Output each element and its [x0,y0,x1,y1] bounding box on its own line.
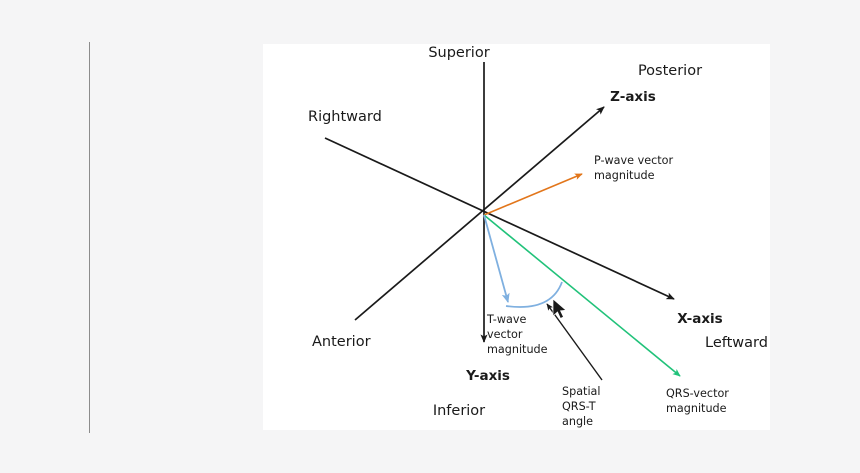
label-z-axis: Z-axis [610,89,656,105]
label-qrs-vector: QRS-vector magnitude [666,387,732,415]
label-spatial-qrst-angle-line1: Spatial [562,385,601,398]
label-rightward: Rightward [308,109,382,125]
label-p-wave-vector: P-wave vector magnitude [594,154,677,182]
label-superior: Superior [428,45,489,61]
label-anterior: Anterior [312,334,371,350]
left-vertical-divider [89,42,90,433]
label-leftward: Leftward [705,335,768,351]
label-qrs-vector-line1: QRS-vector [666,387,729,400]
label-p-wave-vector-line1: P-wave vector [594,154,673,167]
label-spatial-qrst-angle-line2: QRS-T [562,400,596,413]
label-inferior: Inferior [433,403,485,419]
label-qrs-vector-line2: magnitude [666,402,727,415]
p-wave-vector-arrow [483,173,583,216]
anterior-posterior-axis-line [354,106,605,321]
t-wave-vector-arrow [483,214,510,303]
mouse-cursor-icon [552,298,567,319]
label-spatial-qrst-angle: Spatial QRS-T angle [562,385,604,428]
label-t-wave-vector-line3: magnitude [487,343,548,356]
vectorcardiogram-figure-panel: Superior Posterior Z-axis Rightward P-wa… [263,44,770,430]
spatial-qrst-angle-arc [505,281,563,308]
rightward-leftward-axis-line [324,137,675,300]
label-x-axis: X-axis [677,311,722,327]
label-posterior: Posterior [638,63,702,79]
label-y-axis: Y-axis [465,368,510,384]
label-t-wave-vector-line1: T-wave [486,313,526,326]
label-t-wave-vector: T-wave vector magnitude [486,313,548,356]
spatial-qrst-angle-leader-line [546,303,603,381]
label-t-wave-vector-line2: vector [487,328,523,341]
label-spatial-qrst-angle-line3: angle [562,415,593,428]
qrs-vector-arrow [483,214,681,377]
label-p-wave-vector-line2: magnitude [594,169,655,182]
